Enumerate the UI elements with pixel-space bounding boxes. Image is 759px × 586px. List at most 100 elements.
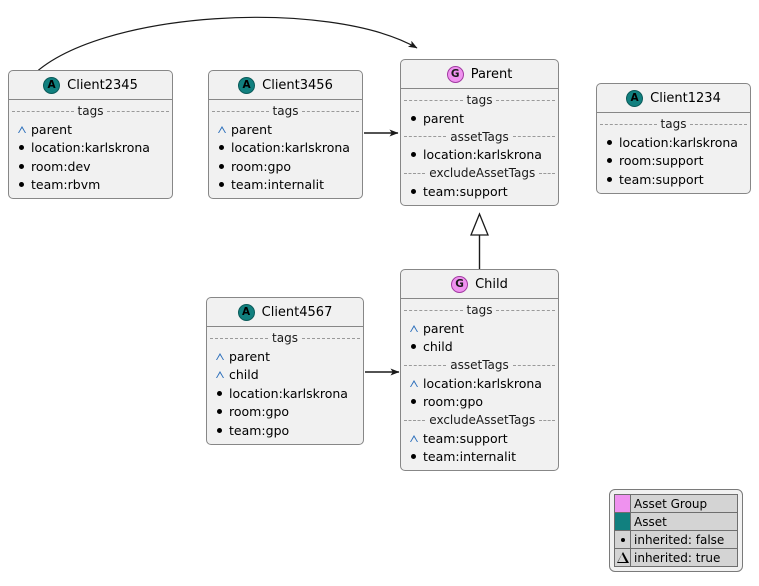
section-caption: tags bbox=[272, 331, 298, 345]
separator-rule bbox=[539, 419, 555, 421]
section-caption: assetTags bbox=[450, 129, 509, 144]
inherited-false-bullet-icon bbox=[15, 182, 28, 188]
legend-label: inherited: true bbox=[630, 548, 738, 567]
tag-label: parent bbox=[231, 121, 272, 137]
tag-label: team:rbvm bbox=[31, 177, 101, 193]
bullet-icon bbox=[411, 152, 416, 158]
legend-triangle-icon bbox=[616, 552, 629, 563]
section-separator-assetTags: assetTags bbox=[401, 356, 558, 374]
section-caption: tags bbox=[660, 117, 687, 131]
tag-row: parent bbox=[209, 120, 362, 139]
inherited-false-bullet-icon bbox=[603, 176, 616, 182]
triangle-icon bbox=[217, 125, 226, 133]
bullet-icon bbox=[607, 158, 612, 164]
tag-label: parent bbox=[423, 320, 464, 336]
bullet-icon bbox=[411, 454, 416, 460]
tag-label: location:karlskrona bbox=[423, 147, 542, 163]
separator-rule bbox=[301, 337, 360, 339]
bullet-icon bbox=[19, 145, 24, 151]
section-separator-tags: tags bbox=[9, 102, 172, 120]
asset-stereotype-icon: A bbox=[626, 89, 644, 107]
tag-row: team:support bbox=[597, 170, 750, 189]
tag-label: location:karlskrona bbox=[231, 140, 350, 156]
node-title: Child bbox=[475, 276, 508, 292]
bullet-icon bbox=[411, 344, 416, 350]
separator-rule bbox=[404, 419, 426, 421]
section-separator-assetTags: assetTags bbox=[401, 128, 558, 146]
tag-row: child bbox=[401, 338, 558, 357]
tag-label: room:gpo bbox=[229, 404, 290, 420]
section-caption: excludeAssetTags bbox=[429, 413, 536, 427]
separator-rule bbox=[496, 99, 555, 101]
inherited-false-bullet-icon bbox=[215, 163, 228, 169]
inherited-false-bullet-icon bbox=[407, 188, 420, 194]
legend-mark-cell bbox=[614, 548, 631, 567]
tag-row: location:karlskrona bbox=[9, 139, 172, 158]
tag-label: team:support bbox=[423, 430, 508, 446]
inherited-false-bullet-icon bbox=[213, 390, 226, 396]
tag-row: room:support bbox=[597, 152, 750, 171]
tag-row: location:karlskrona bbox=[207, 384, 363, 403]
tag-label: child bbox=[423, 339, 453, 355]
asset-group-stereotype-icon: G bbox=[451, 275, 469, 293]
legend-row: Asset bbox=[614, 512, 738, 531]
tag-label: room:gpo bbox=[231, 158, 292, 174]
tag-row: room:gpo bbox=[209, 157, 362, 176]
legend-row: inherited: false bbox=[614, 530, 738, 549]
separator-rule bbox=[12, 110, 74, 112]
section-caption: excludeAssetTags bbox=[429, 166, 536, 180]
bullet-icon bbox=[217, 427, 222, 433]
separator-rule bbox=[512, 136, 556, 137]
generalization-arrowhead bbox=[470, 212, 489, 236]
tag-label: team:support bbox=[619, 171, 704, 187]
tag-label: location:karlskrona bbox=[229, 385, 348, 401]
separator-rule bbox=[539, 172, 555, 174]
tag-row: team:support bbox=[401, 182, 558, 201]
tag-row: team:internalit bbox=[209, 176, 362, 195]
section-separator-tags: tags bbox=[209, 102, 362, 120]
inherited-false-bullet-icon bbox=[215, 145, 228, 151]
separator-rule bbox=[404, 364, 447, 366]
tag-label: parent bbox=[31, 121, 72, 137]
inherited-false-bullet-icon bbox=[407, 152, 420, 158]
tag-label: parent bbox=[229, 348, 270, 364]
inherited-false-bullet-icon bbox=[213, 427, 226, 433]
tag-row: parent bbox=[401, 109, 558, 128]
legend-swatch-cell bbox=[614, 512, 631, 531]
asset-stereotype-icon: A bbox=[238, 76, 256, 94]
legend-mark-cell bbox=[614, 530, 631, 549]
inherited-true-triangle-icon bbox=[407, 434, 420, 442]
separator-rule bbox=[600, 123, 657, 125]
tag-row: team:rbvm bbox=[9, 176, 172, 195]
tag-row: location:karlskrona bbox=[401, 374, 558, 393]
inherited-false-bullet-icon bbox=[15, 163, 28, 169]
edge-client2345-parent bbox=[29, 16, 418, 79]
separator-rule bbox=[107, 110, 169, 112]
inherited-false-bullet-icon bbox=[603, 139, 616, 145]
node-title: Client2345 bbox=[67, 77, 138, 93]
inherited-true-triangle-icon bbox=[213, 371, 226, 379]
tag-row: child bbox=[207, 366, 363, 385]
section-caption: tags bbox=[466, 93, 493, 107]
inherited-false-bullet-icon bbox=[603, 158, 616, 164]
separator-rule bbox=[690, 123, 747, 125]
node-title: Parent bbox=[470, 66, 513, 82]
bullet-icon bbox=[411, 115, 416, 121]
node-header: G Child bbox=[401, 270, 558, 299]
section-separator-tags: tags bbox=[401, 301, 558, 319]
bullet-icon bbox=[411, 399, 416, 405]
bullet-icon bbox=[607, 139, 612, 145]
